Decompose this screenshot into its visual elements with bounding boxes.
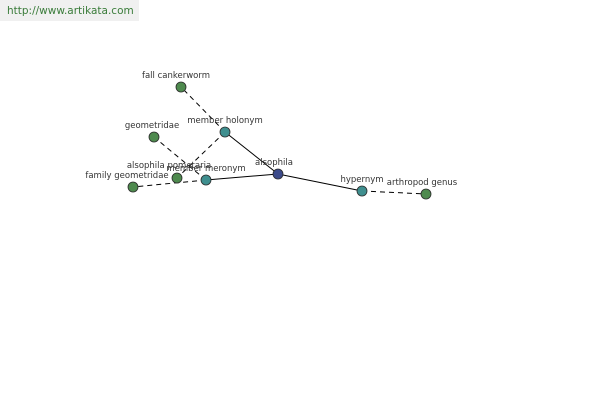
edge-hypernym-to-arthropod-genus bbox=[361, 190, 427, 195]
node-label-family-geometridae: family geometridae bbox=[85, 171, 168, 181]
edges-layer bbox=[132, 86, 427, 195]
node-label-hypernym: hypernym bbox=[340, 175, 383, 185]
node-family-geometridae[interactable] bbox=[127, 181, 139, 193]
edge-alsophila-to-hypernym bbox=[277, 173, 363, 192]
node-label-geometridae: geometridae bbox=[125, 121, 179, 131]
node-label-alsophila: alsophila bbox=[255, 158, 293, 168]
node-label-member-meronym: member meronym bbox=[166, 164, 245, 174]
node-label-member-holonym: member holonym bbox=[187, 116, 262, 126]
edge-alsophila-to-member-holonym bbox=[224, 131, 279, 175]
node-hypernym[interactable] bbox=[356, 185, 368, 197]
node-alsophila[interactable] bbox=[272, 168, 284, 180]
node-label-alsophila-pometaria: alsophila pometaria bbox=[127, 161, 211, 171]
node-member-holonym[interactable] bbox=[219, 126, 231, 138]
node-label-arthropod-genus: arthropod genus bbox=[387, 178, 458, 188]
edge-member-meronym-to-family-geometridae bbox=[132, 179, 207, 188]
edge-alsophila-to-member-meronym bbox=[205, 173, 279, 181]
node-alsophila-pometaria[interactable] bbox=[171, 172, 183, 184]
edge-member-holonym-to-alsophila-pometaria bbox=[176, 131, 226, 179]
node-fall-cankerworm[interactable] bbox=[175, 81, 187, 93]
edge-member-holonym-to-fall-cankerworm bbox=[180, 86, 226, 133]
node-label-fall-cankerworm: fall cankerworm bbox=[142, 71, 210, 81]
node-member-meronym[interactable] bbox=[200, 174, 212, 186]
site-url-link[interactable]: http://www.artikata.com bbox=[0, 0, 139, 21]
node-geometridae[interactable] bbox=[148, 131, 160, 143]
labels-layer: alsophila member holonym member meronym hyp… bbox=[85, 71, 457, 188]
node-arthropod-genus[interactable] bbox=[420, 188, 432, 200]
edge-member-meronym-to-geometridae bbox=[153, 136, 207, 181]
nodes-layer bbox=[127, 81, 432, 200]
